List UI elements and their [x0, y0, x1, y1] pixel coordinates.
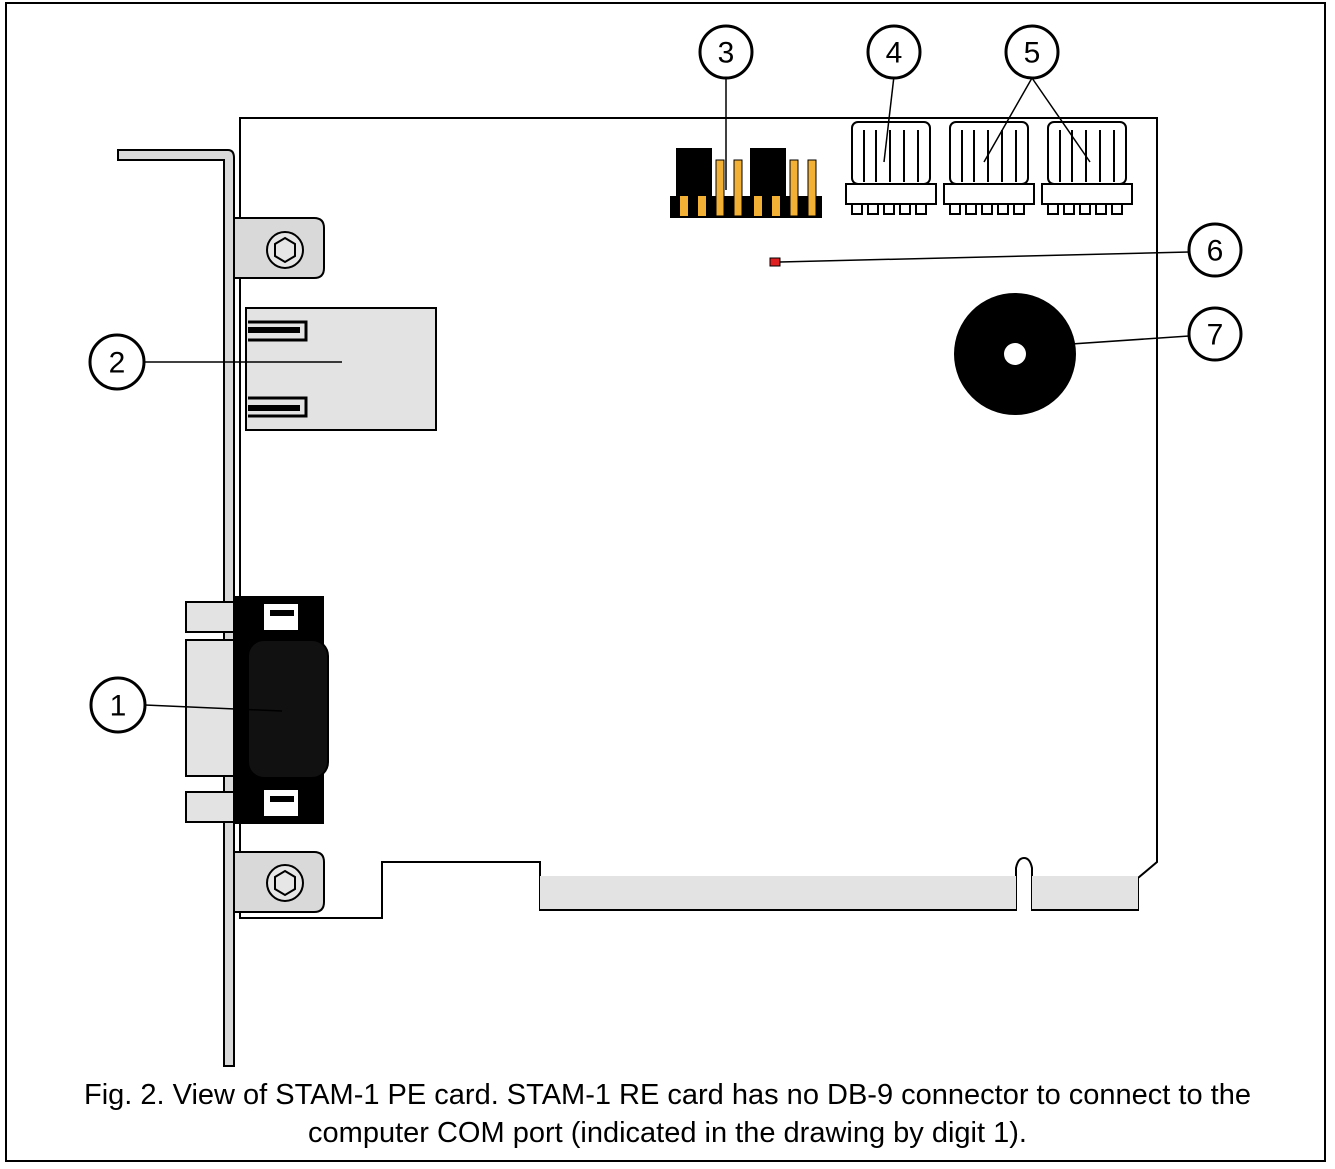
caption-line-1: Fig. 2. View of STAM-1 PE card. STAM-1 R… [84, 1079, 1251, 1111]
callout-5: 5 [1004, 24, 1060, 80]
callout-2: 2 [88, 333, 146, 391]
terminal-connector-4 [845, 121, 937, 215]
callout-6-label: 6 [1207, 235, 1224, 268]
callout-3: 3 [698, 24, 754, 80]
db9-connector [185, 596, 329, 824]
callout-4: 4 [866, 24, 922, 80]
rj-connector [245, 307, 437, 431]
callout-7-label: 7 [1207, 319, 1224, 352]
bracket-screw-top [233, 217, 325, 279]
bracket-screw-bottom [233, 851, 325, 913]
callout-4-label: 4 [886, 37, 903, 70]
figure-caption: Fig. 2. View of STAM-1 PE card. STAM-1 R… [20, 1076, 1315, 1152]
led-indicator [769, 257, 781, 267]
jumper-block [670, 148, 822, 218]
leader-lines [144, 75, 1190, 712]
callout-7: 7 [1187, 306, 1243, 362]
callout-1: 1 [89, 676, 147, 734]
terminal-connector-5a [943, 121, 1035, 215]
callout-3-label: 3 [718, 37, 735, 70]
edge-connector [540, 876, 1138, 911]
callout-5-label: 5 [1024, 37, 1041, 70]
terminal-connector-5b [1041, 121, 1133, 215]
callout-1-label: 1 [110, 690, 127, 723]
caption-line-2: computer COM port (indicated in the draw… [308, 1117, 1027, 1149]
callout-2-label: 2 [109, 347, 126, 380]
callout-6: 6 [1187, 222, 1243, 278]
buzzer [954, 293, 1076, 415]
pcb-board [239, 117, 1158, 919]
